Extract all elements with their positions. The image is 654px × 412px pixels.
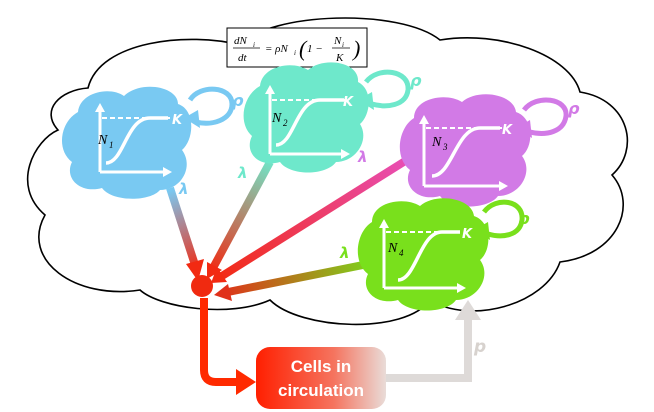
niche-1: N 1 K ρ λ: [61, 86, 244, 199]
svg-text:N: N: [333, 35, 342, 47]
svg-text:dt: dt: [238, 52, 248, 64]
svg-text:1: 1: [109, 140, 114, 150]
svg-text:K: K: [335, 52, 344, 64]
svg-text:N: N: [387, 241, 398, 256]
circulation-box: Cells in circulation: [256, 347, 386, 409]
svg-text:dN: dN: [234, 35, 248, 47]
svg-text:1 −: 1 −: [307, 43, 323, 55]
svg-text:i: i: [253, 41, 255, 49]
svg-text:= ρN: = ρN: [265, 43, 288, 55]
svg-text:K: K: [343, 95, 354, 110]
svg-text:λ: λ: [339, 244, 350, 262]
svg-text:Cells in: Cells in: [291, 357, 351, 376]
svg-text:ρ: ρ: [568, 99, 580, 118]
svg-text:N: N: [271, 111, 282, 126]
svg-text:ρ: ρ: [232, 91, 244, 110]
svg-text:K: K: [172, 113, 183, 128]
svg-text:2: 2: [283, 118, 288, 128]
svg-text:λ: λ: [178, 180, 189, 198]
svg-text:ρ: ρ: [410, 71, 422, 90]
svg-text:i: i: [342, 41, 344, 49]
svg-text:λ: λ: [357, 148, 368, 166]
svg-text:(: (: [299, 36, 308, 61]
pool-to-circulation-arrow: [200, 298, 256, 395]
svg-text:λ: λ: [237, 164, 248, 182]
niche-4: N 4 K ρ λ: [339, 198, 530, 311]
svg-text:N: N: [431, 135, 442, 150]
growth-equation: dN i dt = ρN i ( 1 − N i K ): [226, 27, 368, 68]
arrows-to-pool: [166, 154, 413, 301]
pool-node: [191, 275, 213, 297]
svg-text:K: K: [502, 123, 513, 138]
niche-3: N 3 K ρ λ: [357, 94, 580, 207]
svg-text:circulation: circulation: [278, 381, 364, 400]
svg-text:): ): [351, 36, 360, 61]
return-arrow: [380, 300, 481, 382]
return-label: p: [473, 337, 486, 357]
svg-text:ρ: ρ: [518, 209, 530, 228]
svg-text:3: 3: [442, 142, 448, 152]
svg-text:K: K: [462, 227, 473, 242]
svg-text:N: N: [97, 133, 108, 148]
niche-2: N 2 K ρ λ: [237, 62, 422, 182]
svg-text:i: i: [294, 49, 296, 57]
svg-text:4: 4: [399, 248, 404, 258]
